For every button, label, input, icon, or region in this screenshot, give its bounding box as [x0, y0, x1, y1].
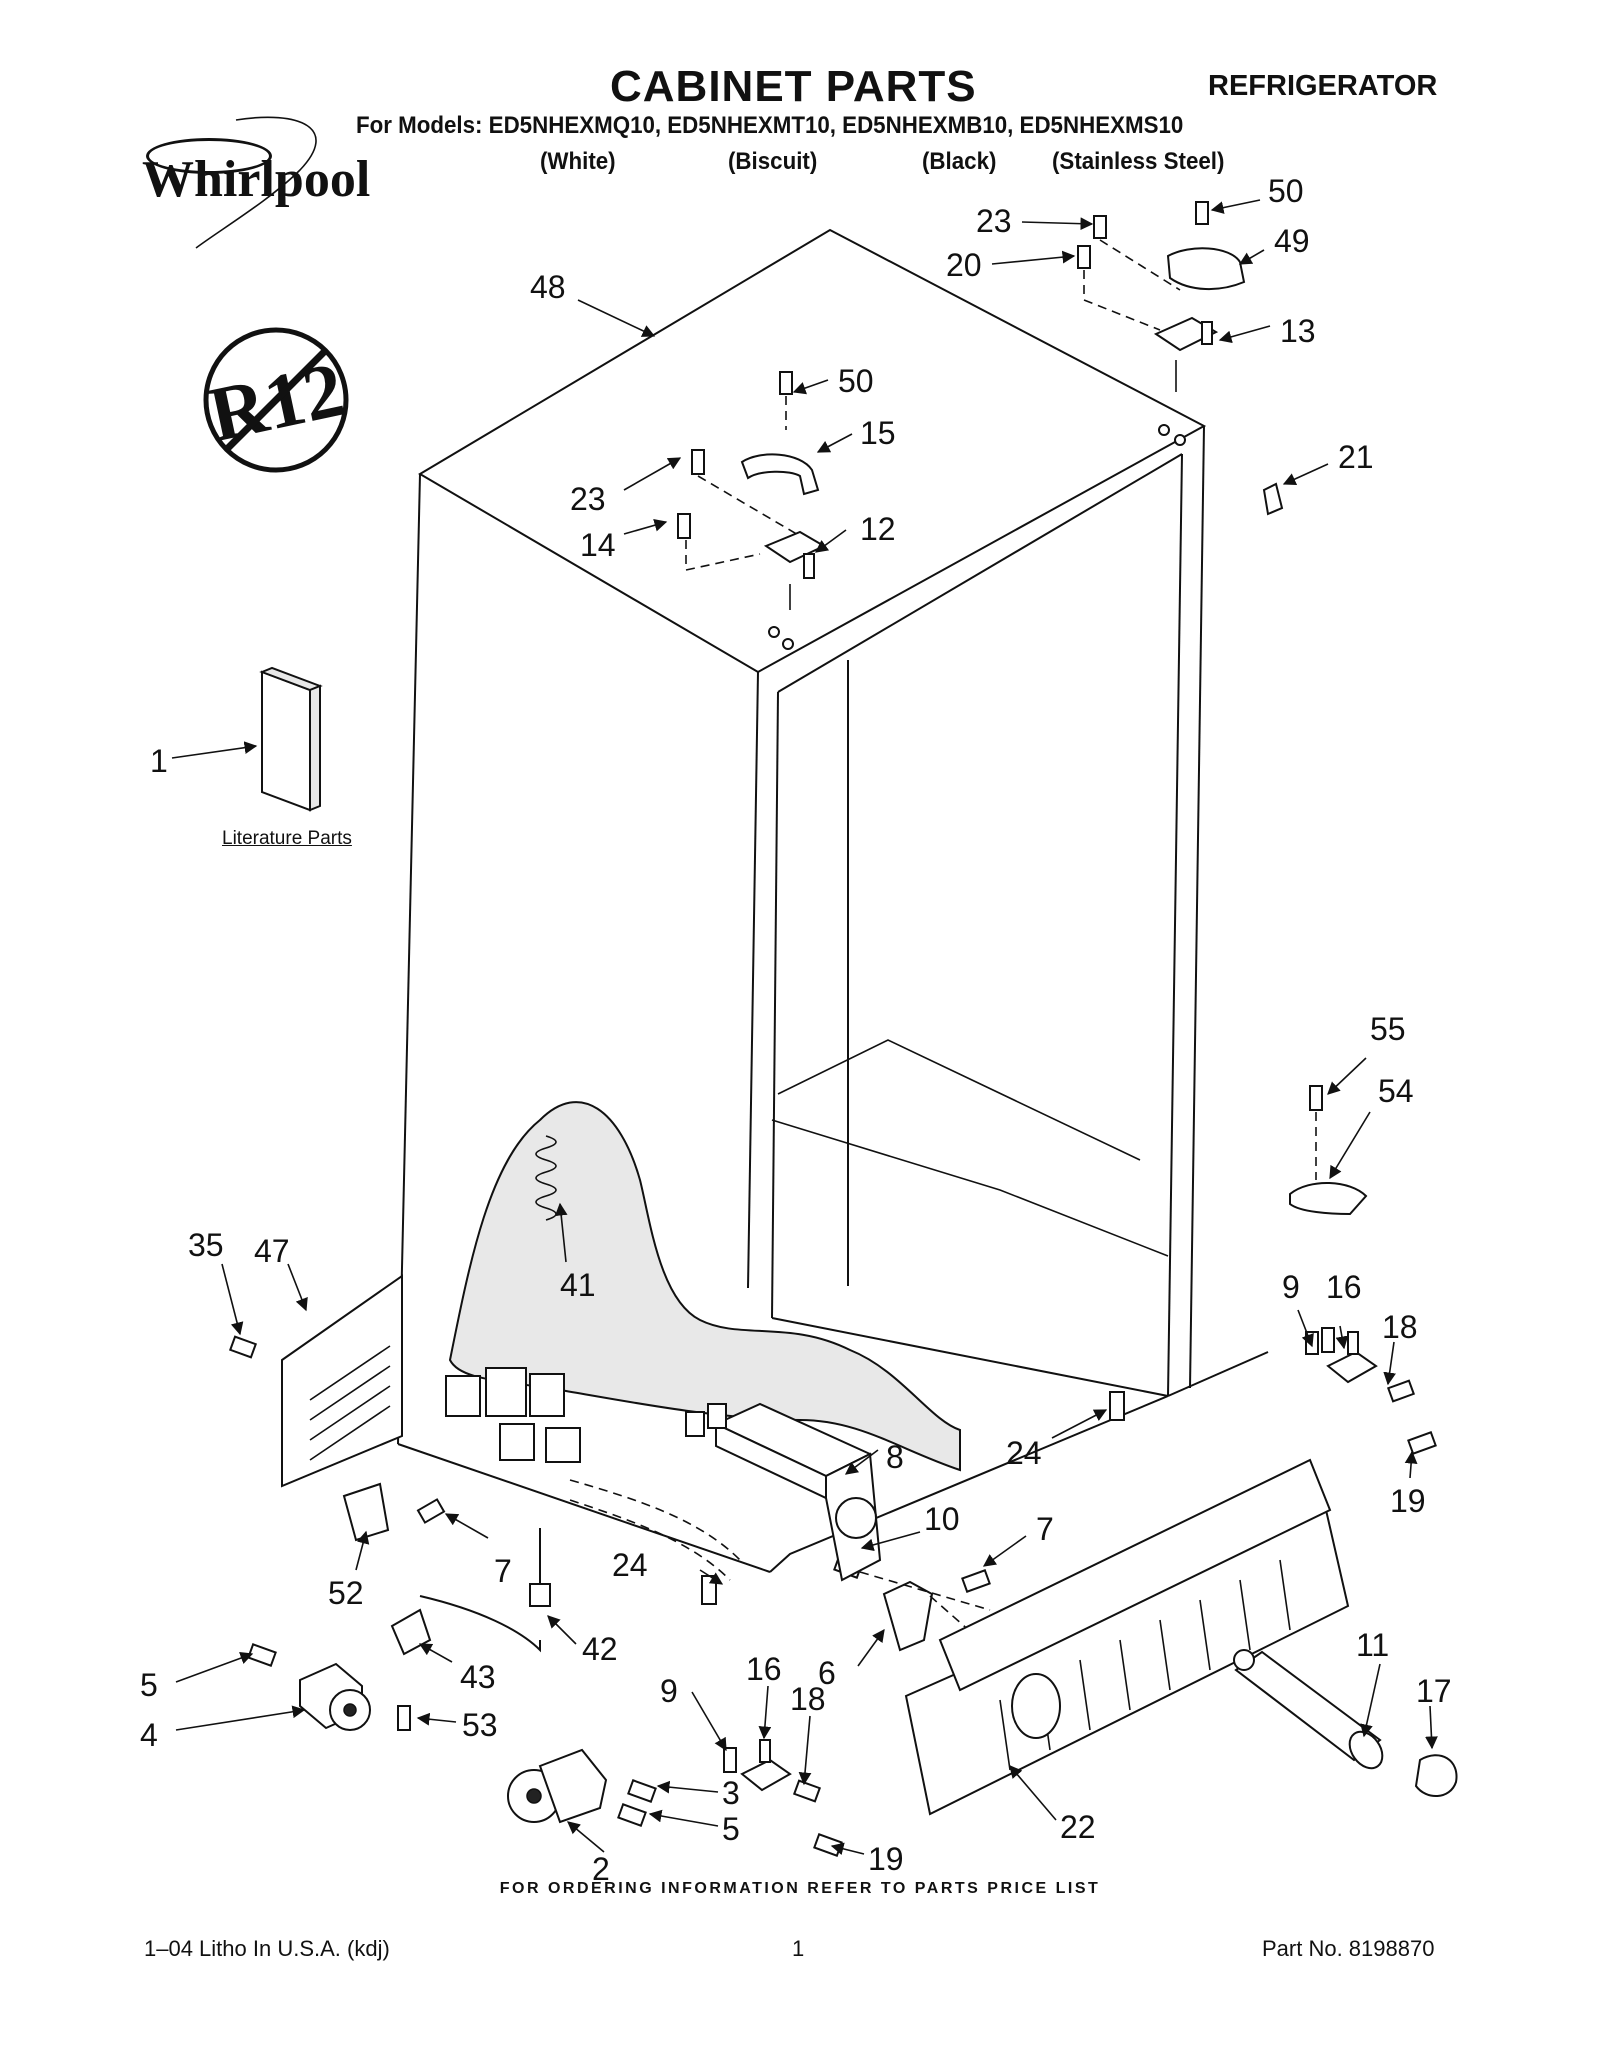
part-52-bracket	[342, 1482, 390, 1542]
part-54-bracket	[1289, 1085, 1368, 1216]
callout-1: 1	[150, 743, 168, 779]
callout-16-right: 16	[1326, 1269, 1362, 1305]
callout-23-right: 23	[976, 203, 1012, 239]
callout-48: 48	[530, 269, 566, 305]
variant-stainless: (Stainless Steel)	[1052, 148, 1225, 175]
no-r12-icon: R12	[202, 327, 351, 473]
part-8-housing	[685, 1402, 882, 1582]
callout-18-bottom: 18	[790, 1681, 826, 1717]
part-16-hinge-bottom	[723, 1739, 792, 1792]
part-6-bracket	[859, 1571, 991, 1652]
part-24-clip-right	[1109, 1391, 1125, 1421]
models-line: For Models: ED5NHEXMQ10, ED5NHEXMT10, ED…	[356, 112, 1184, 139]
valve-cluster	[445, 1367, 741, 1581]
top-hinge-left	[677, 371, 827, 650]
cabinet-outline	[397, 228, 1269, 1573]
litho-line: 1–04 Litho In U.S.A. (kdj)	[144, 1936, 390, 1961]
logo-swoosh	[195, 116, 317, 249]
callout-24-right: 24	[1006, 1435, 1042, 1471]
part-22-base-grille	[904, 1458, 1350, 1816]
top-hinge-right	[1077, 201, 1246, 446]
part-11-filter	[1233, 1649, 1384, 1770]
callout-labels: 48 50 15 23 14 12 50 23 20 49 13 21 1 55…	[140, 173, 1452, 1887]
ordering-note: FOR ORDERING INFORMATION REFER TO PARTS …	[499, 1880, 1101, 1897]
leader-lines	[171, 199, 1438, 1856]
callout-23-left: 23	[570, 481, 606, 517]
callout-24-left: 24	[612, 1547, 648, 1583]
callout-15: 15	[860, 415, 896, 451]
part-4-roller	[299, 1662, 371, 1731]
callout-54: 54	[1378, 1073, 1414, 1109]
part-16-hinge-right	[1326, 1331, 1378, 1384]
callout-20: 20	[946, 247, 982, 283]
callout-17: 17	[1416, 1673, 1452, 1709]
callout-7-left: 7	[494, 1553, 512, 1589]
callout-10: 10	[924, 1501, 960, 1537]
callout-19-right: 19	[1390, 1483, 1426, 1519]
callout-49: 49	[1274, 223, 1310, 259]
part-42-drain-tube	[419, 1528, 541, 1653]
cutaway-area	[448, 1101, 961, 1472]
part-43-clip	[390, 1608, 432, 1656]
part-41-spring	[535, 1135, 557, 1221]
callout-50-right: 50	[1268, 173, 1304, 209]
part-2-roller	[507, 1748, 608, 1824]
part-17-cap	[1414, 1754, 1458, 1797]
part-number: Part No. 8198870	[1262, 1936, 1435, 1961]
callout-9-bottom: 9	[660, 1673, 678, 1709]
part-42-fitting	[529, 1583, 551, 1607]
callout-43: 43	[460, 1659, 496, 1695]
callout-35: 35	[188, 1227, 224, 1263]
brand-logo-text: Whirlpool	[142, 151, 371, 208]
callout-5-bottom: 5	[722, 1811, 740, 1847]
callout-6: 6	[818, 1655, 836, 1691]
callout-47: 47	[254, 1233, 290, 1269]
rear-grille	[281, 1274, 403, 1488]
callout-8: 8	[886, 1439, 904, 1475]
callout-14: 14	[580, 527, 616, 563]
callout-5-left: 5	[140, 1667, 158, 1703]
callout-21: 21	[1338, 439, 1374, 475]
callout-55: 55	[1370, 1011, 1406, 1047]
callout-9-right: 9	[1282, 1269, 1300, 1305]
callout-52: 52	[328, 1575, 364, 1611]
callout-19-bottom: 19	[868, 1841, 904, 1877]
page-number: 1	[792, 1936, 805, 1961]
callout-13: 13	[1280, 313, 1316, 349]
category-label: REFRIGERATOR	[1208, 70, 1438, 102]
variant-black: (Black)	[922, 148, 997, 175]
page-title: CABINET PARTS	[610, 62, 977, 111]
literature-parts-label: Literature Parts	[222, 828, 352, 849]
literature-booklet-icon	[259, 666, 323, 812]
callout-12: 12	[860, 511, 896, 547]
callout-7-right: 7	[1036, 1511, 1054, 1547]
callout-53: 53	[462, 1707, 498, 1743]
callout-41: 41	[560, 1267, 596, 1303]
whirlpool-logo-icon	[146, 138, 272, 174]
callout-4: 4	[140, 1717, 158, 1753]
callout-50-top: 50	[838, 363, 874, 399]
callout-16-bottom: 16	[746, 1651, 782, 1687]
callout-2: 2	[592, 1851, 610, 1887]
variant-biscuit: (Biscuit)	[728, 148, 818, 175]
callout-18-right: 18	[1382, 1309, 1418, 1345]
part-24-clip-left	[701, 1575, 717, 1605]
callout-42: 42	[582, 1631, 618, 1667]
part-21-tube	[1262, 482, 1284, 516]
callout-22: 22	[1060, 1809, 1096, 1845]
variant-white: (White)	[540, 148, 616, 175]
callout-3: 3	[722, 1775, 740, 1811]
screws-group	[228, 1327, 1437, 1857]
callout-11: 11	[1356, 1627, 1389, 1663]
